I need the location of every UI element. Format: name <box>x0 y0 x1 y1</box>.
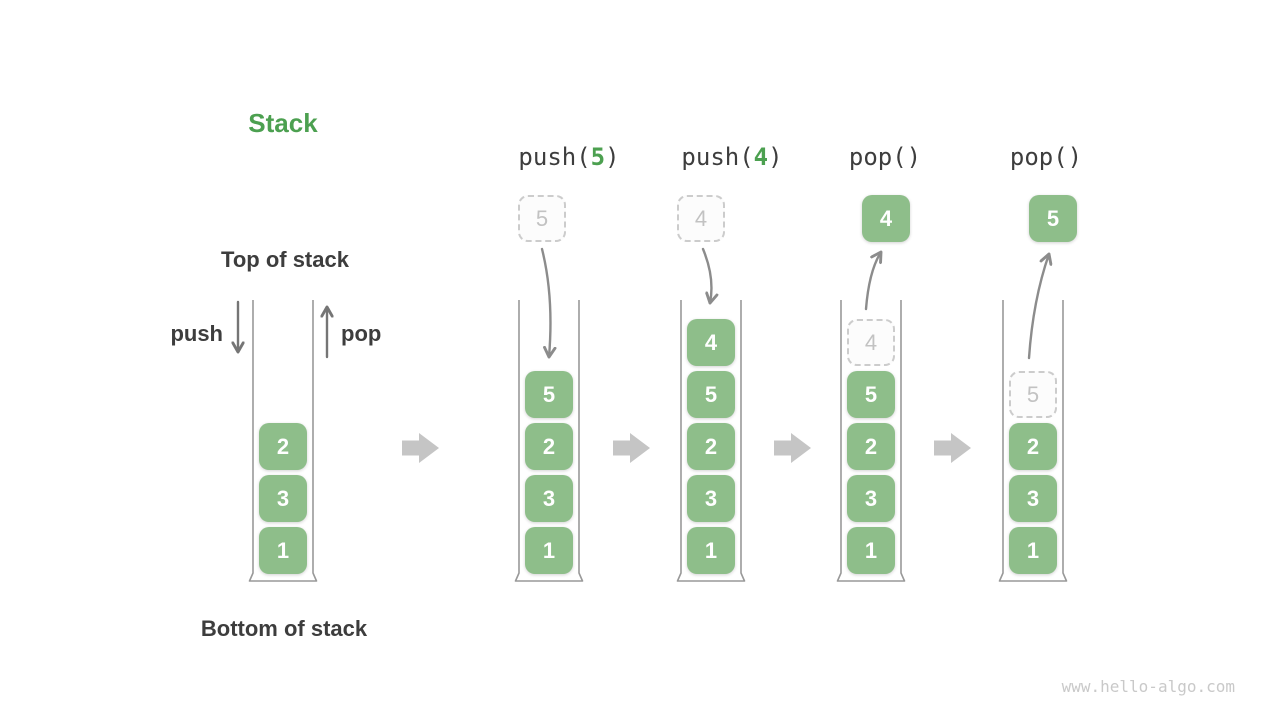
stack-item: 3 <box>525 475 573 522</box>
stack-container <box>514 300 584 582</box>
stack-item: 1 <box>1009 527 1057 574</box>
operation-label: pop() <box>1010 143 1082 171</box>
bottom-of-stack-label: Bottom of stack <box>200 616 368 641</box>
pop-flow-arrow-icon <box>1027 254 1049 360</box>
watermark: www.hello-algo.com <box>1061 677 1235 696</box>
stack-item: 4 <box>847 319 895 366</box>
stack-item: 5 <box>1009 371 1057 418</box>
stack-item: 3 <box>1009 475 1057 522</box>
next-stage-arrow-icon <box>613 433 650 463</box>
stack-item: 2 <box>687 423 735 470</box>
push-label: push <box>170 321 223 346</box>
stack-item: 1 <box>687 527 735 574</box>
stack-item: 3 <box>847 475 895 522</box>
stack-item: 3 <box>259 475 307 522</box>
stack-item: 1 <box>847 527 895 574</box>
operation-label: push(5) <box>518 143 619 171</box>
next-stage-arrow-icon <box>934 433 971 463</box>
stack-item: 2 <box>259 423 307 470</box>
operation-label: pop() <box>849 143 921 171</box>
next-stage-arrow-icon <box>774 433 811 463</box>
popped-item: 4 <box>862 195 910 242</box>
op-arg: 5 <box>590 143 606 171</box>
next-stage-arrow-icon <box>402 433 439 463</box>
diagram-title: Stack <box>248 108 318 138</box>
push-flow-arrow-icon <box>701 247 711 303</box>
top-of-stack-label: Top of stack <box>221 247 349 272</box>
push-flow-arrow-icon <box>540 247 550 357</box>
stack-item: 1 <box>525 527 573 574</box>
stack-item: 2 <box>1009 423 1057 470</box>
pop-label: pop <box>341 321 382 346</box>
stack-item: 2 <box>525 423 573 470</box>
op-arg: 4 <box>753 143 769 171</box>
stack-container <box>836 300 906 582</box>
stack-item: 5 <box>847 371 895 418</box>
stack-item: 5 <box>687 371 735 418</box>
pop-flow-arrow-icon <box>864 252 881 311</box>
op-suffix: ) <box>768 143 783 171</box>
incoming-item: 5 <box>518 195 566 242</box>
stack-item: 3 <box>687 475 735 522</box>
stack-container <box>676 300 746 582</box>
stack-container <box>248 300 318 582</box>
op-prefix: push( <box>518 143 591 171</box>
op-suffix: ) <box>605 143 620 171</box>
stack-item: 4 <box>687 319 735 366</box>
stack-container <box>998 300 1068 582</box>
popped-item: 5 <box>1029 195 1077 242</box>
op-prefix: pop() <box>848 143 922 171</box>
stack-item: 2 <box>847 423 895 470</box>
stack-item: 1 <box>259 527 307 574</box>
op-prefix: push( <box>681 143 754 171</box>
incoming-item: 4 <box>677 195 725 242</box>
stack-item: 5 <box>525 371 573 418</box>
op-prefix: pop() <box>1009 143 1083 171</box>
operation-label: push(4) <box>681 143 782 171</box>
